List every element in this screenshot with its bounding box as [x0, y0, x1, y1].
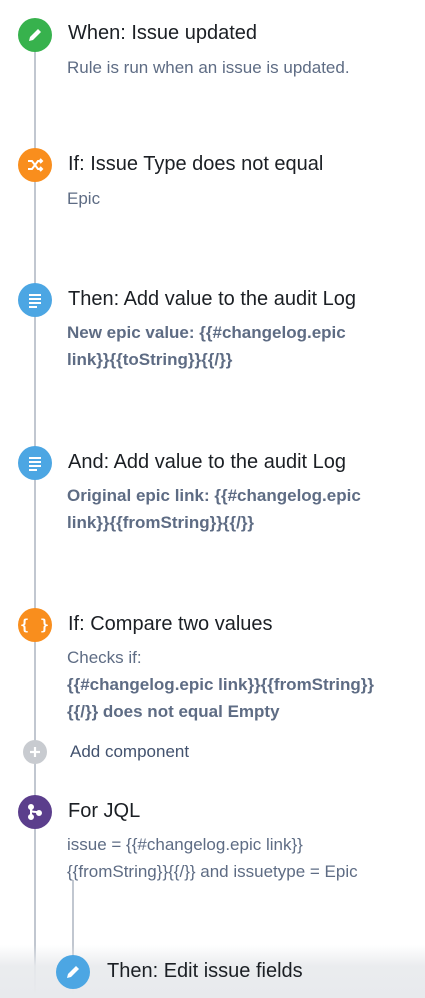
- step-title: If: Compare two values: [68, 613, 273, 635]
- step-description: Epic: [67, 189, 101, 208]
- step-description: New epic value: {{#changelog.epic link}}…: [67, 323, 346, 369]
- step-title: Then: Edit issue fields: [107, 960, 303, 982]
- step-description: Rule is run when an issue is updated.: [67, 58, 350, 77]
- braces-icon: { }: [18, 608, 52, 642]
- step-description: Checks if: {{#changelog.epic link}}{{fro…: [67, 648, 375, 721]
- rule-step-edit-issue-fields[interactable]: Then: Edit issue fields: [0, 950, 425, 998]
- branch-icon: [18, 795, 52, 829]
- branch-connector: [72, 880, 74, 998]
- document-lines-icon: [18, 283, 52, 317]
- pencil-icon: [18, 18, 52, 52]
- step-title: When: Issue updated: [68, 22, 258, 44]
- step-description: Original epic link: {{#changelog.epic li…: [67, 486, 361, 532]
- step-title: If: Issue Type does not equal: [68, 153, 324, 175]
- plus-icon: [23, 740, 47, 764]
- shuffle-icon: [18, 148, 52, 182]
- step-description: issue = {{#changelog.epic link}} {{fromS…: [67, 835, 358, 881]
- step-title: Then: Add value to the audit Log: [68, 288, 356, 310]
- add-component-label: Add component: [70, 742, 190, 761]
- timeline-connector: [34, 48, 36, 998]
- pencil-icon: [56, 955, 90, 989]
- step-title: And: Add value to the audit Log: [68, 451, 346, 473]
- document-lines-icon: [18, 446, 52, 480]
- step-title: For JQL: [68, 800, 141, 822]
